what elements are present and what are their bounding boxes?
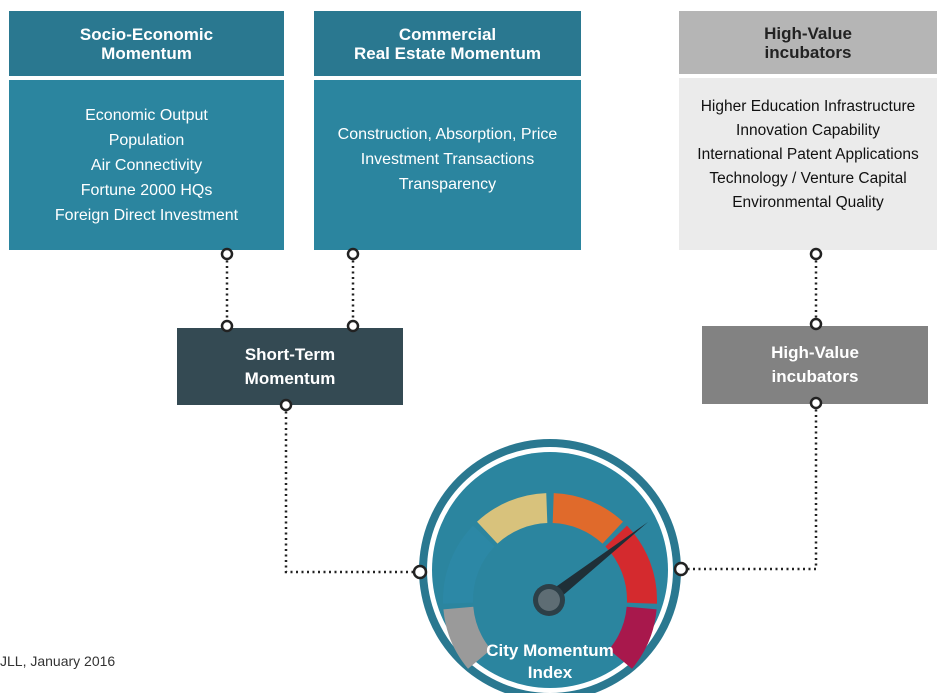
commercial-title-line1: Commercial (398, 24, 497, 44)
connector-hvbox-to-gauge (682, 404, 818, 571)
short-term-line2: Momentum (244, 368, 336, 388)
high-value-body: Higher Education Infrastructure Innovati… (679, 78, 937, 250)
high-value-box-line2: incubators (771, 367, 859, 386)
gauge-segment-4 (552, 493, 623, 544)
socio-economic-header: Socio-Economic Momentum (9, 11, 284, 76)
high-value-header: High-Value incubators (679, 11, 937, 74)
node (220, 319, 234, 333)
high-value-title-line2: incubators (764, 42, 852, 62)
high-value-incubators-box: High-Value incubators (702, 326, 928, 404)
socio-item: Fortune 2000 HQs (80, 181, 213, 199)
gauge-segment-3 (477, 493, 548, 544)
commercial-item: Construction, Absorption, Price (337, 126, 558, 143)
node (412, 564, 428, 580)
high-value-item: Technology / Venture Capital (709, 170, 907, 187)
node (673, 561, 689, 577)
high-value-item: Innovation Capability (736, 122, 880, 139)
connector-short-to-gauge (284, 406, 418, 574)
gauge-segment-6 (608, 606, 657, 669)
node (809, 317, 823, 331)
node (279, 398, 293, 412)
node (346, 247, 360, 261)
gauge-needle (540, 522, 648, 610)
gauge-label-line2: Index (527, 663, 573, 682)
high-value-item: Higher Education Infrastructure (700, 98, 916, 115)
commercial-item: Investment Transactions (360, 151, 535, 168)
gauge-segment-1 (443, 606, 492, 669)
socio-item: Economic Output (85, 106, 208, 124)
commercial-header: Commercial Real Estate Momentum (314, 11, 581, 76)
high-value-box-line1: High-Value (771, 343, 859, 362)
high-value-title-line1: High-Value (764, 23, 852, 43)
commercial-item: Transparency (398, 176, 497, 193)
gauge-hub-inner (538, 589, 560, 611)
connector-nodes (220, 247, 823, 580)
node (809, 396, 823, 410)
gauge-label: City Momentum Index (455, 640, 645, 684)
dotted-connectors (225, 255, 818, 574)
socio-economic-body: Economic Output Population Air Connectiv… (9, 80, 284, 250)
socio-item: Foreign Direct Investment (54, 206, 239, 224)
city-momentum-gauge (419, 439, 681, 693)
node (809, 247, 823, 261)
high-value-item: International Patent Applications (697, 146, 919, 163)
source-note: JLL, January 2016 (0, 653, 116, 669)
node (346, 319, 360, 333)
commercial-title-line2: Real Estate Momentum (353, 43, 542, 63)
high-value-item: Environmental Quality (732, 194, 884, 211)
short-term-line1: Short-Term (244, 344, 336, 364)
socio-economic-title-line2: Momentum (101, 43, 192, 63)
socio-item: Air Connectivity (90, 156, 203, 174)
commercial-body: Construction, Absorption, Price Investme… (314, 80, 581, 250)
gauge-segment-2 (443, 525, 495, 604)
gauge-segments (443, 493, 657, 669)
socio-economic-title-line1: Socio-Economic (79, 24, 214, 44)
node (220, 247, 234, 261)
gauge-label-line1: City Momentum (486, 641, 614, 660)
short-term-momentum-box: Short-Term Momentum (177, 328, 403, 405)
socio-item: Population (108, 131, 185, 149)
